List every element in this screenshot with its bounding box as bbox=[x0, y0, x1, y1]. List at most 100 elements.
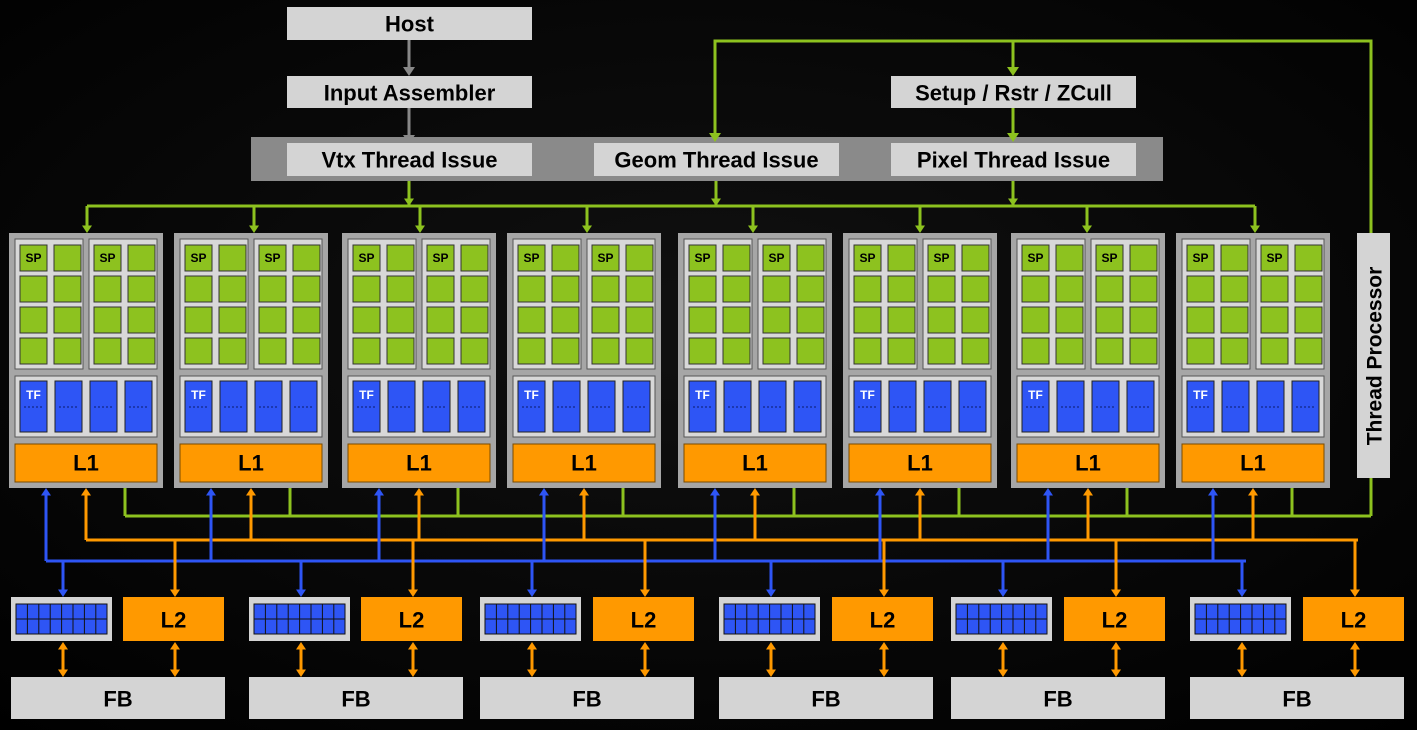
bus-drop-arrowhead-7 bbox=[1082, 225, 1092, 233]
sp-core bbox=[386, 306, 415, 334]
l2-label: L2 bbox=[1102, 608, 1128, 633]
frame-buffer-label: FB bbox=[341, 687, 370, 712]
sp-core bbox=[386, 244, 415, 272]
sp-core bbox=[1021, 244, 1050, 272]
sp-label: SP bbox=[1192, 251, 1208, 265]
setup-rstr-zcull-label: Setup / Rstr / ZCull bbox=[915, 81, 1112, 106]
sp-core bbox=[591, 306, 620, 334]
l2-label: L2 bbox=[870, 608, 896, 633]
sp-core bbox=[625, 306, 654, 334]
sp-core bbox=[93, 244, 122, 272]
fb-link-down-arrowhead bbox=[998, 669, 1008, 677]
sp-core bbox=[1186, 337, 1215, 365]
fb-link-down-arrowhead bbox=[170, 669, 180, 677]
geom-thread-issue-label: Geom Thread Issue bbox=[614, 148, 818, 173]
fb-link-down-arrowhead bbox=[1237, 669, 1247, 677]
sp-core bbox=[352, 275, 381, 303]
pixel-bus-arrowhead bbox=[1008, 198, 1018, 206]
sp-core bbox=[426, 306, 455, 334]
l1-label: L1 bbox=[406, 451, 432, 476]
l1-cache bbox=[848, 443, 992, 483]
frame-buffer-box bbox=[11, 677, 225, 719]
fb-link-down-arrowhead bbox=[296, 669, 306, 677]
tf-label: TF bbox=[1028, 388, 1043, 402]
sp-core bbox=[460, 244, 489, 272]
blue-bus-drop-arrowhead bbox=[296, 589, 306, 597]
blue-bus-drop-arrowhead bbox=[58, 589, 68, 597]
sp-core bbox=[386, 337, 415, 365]
sp-core bbox=[292, 244, 321, 272]
bus-drop-arrowhead-2 bbox=[249, 225, 259, 233]
cluster-blue-arrowhead-2 bbox=[206, 488, 216, 496]
fb-link-down-arrowhead bbox=[1350, 669, 1360, 677]
sp-core bbox=[688, 244, 717, 272]
l1-label: L1 bbox=[73, 451, 99, 476]
l2-label: L2 bbox=[631, 608, 657, 633]
sp-core bbox=[352, 306, 381, 334]
sp-core bbox=[517, 275, 546, 303]
sp-core bbox=[93, 306, 122, 334]
sp-core bbox=[460, 275, 489, 303]
bus-drop-arrowhead-6 bbox=[915, 225, 925, 233]
l1-label: L1 bbox=[1075, 451, 1101, 476]
tf-label: TF bbox=[1193, 388, 1208, 402]
fb-link-down-arrowhead bbox=[640, 669, 650, 677]
fb-link-up-arrowhead bbox=[1237, 642, 1247, 650]
sp-core bbox=[292, 275, 321, 303]
sp-core bbox=[551, 337, 580, 365]
sp-core bbox=[1186, 275, 1215, 303]
sp-core bbox=[1294, 244, 1323, 272]
sp-core bbox=[762, 337, 791, 365]
sp-core bbox=[927, 244, 956, 272]
sp-core bbox=[1021, 275, 1050, 303]
l2-cache bbox=[123, 597, 224, 641]
sp-label: SP bbox=[1266, 251, 1282, 265]
cluster-blue-arrowhead-7 bbox=[1043, 488, 1053, 496]
l1-cache bbox=[1181, 443, 1325, 483]
setup-rstr-zcull-box bbox=[891, 76, 1136, 108]
sp-core bbox=[184, 275, 213, 303]
sp-label: SP bbox=[859, 251, 875, 265]
sp-core bbox=[1294, 306, 1323, 334]
sp-core bbox=[1129, 275, 1158, 303]
sp-core bbox=[127, 306, 156, 334]
l1-label: L1 bbox=[742, 451, 768, 476]
l2-cache bbox=[1303, 597, 1404, 641]
sp-core bbox=[853, 306, 882, 334]
host-label: Host bbox=[385, 12, 435, 37]
sp-core bbox=[625, 275, 654, 303]
sp-core bbox=[688, 306, 717, 334]
fb-link-up-arrowhead bbox=[296, 642, 306, 650]
sp-core bbox=[1055, 244, 1084, 272]
l1-cache bbox=[683, 443, 827, 483]
frame-buffer-label: FB bbox=[1043, 687, 1072, 712]
tf-label: TF bbox=[860, 388, 875, 402]
feedback-to-geom-arrowhead bbox=[709, 133, 721, 142]
sp-core bbox=[551, 306, 580, 334]
l2-label: L2 bbox=[399, 608, 425, 633]
sp-label: SP bbox=[99, 251, 115, 265]
sp-core bbox=[927, 337, 956, 365]
frame-buffer-label: FB bbox=[1282, 687, 1311, 712]
l1-cache bbox=[1016, 443, 1160, 483]
blue-bus-drop-arrowhead bbox=[998, 589, 1008, 597]
sp-core bbox=[517, 337, 546, 365]
sp-core bbox=[1186, 244, 1215, 272]
sp-core bbox=[853, 275, 882, 303]
sp-core bbox=[796, 337, 825, 365]
sp-core bbox=[688, 275, 717, 303]
sp-core bbox=[184, 337, 213, 365]
sp-label: SP bbox=[694, 251, 710, 265]
sp-core bbox=[426, 244, 455, 272]
frame-buffer-box bbox=[1190, 677, 1404, 719]
sp-core bbox=[460, 306, 489, 334]
tf-label: TF bbox=[524, 388, 539, 402]
sp-core bbox=[591, 244, 620, 272]
bus-drop-arrowhead-5 bbox=[748, 225, 758, 233]
